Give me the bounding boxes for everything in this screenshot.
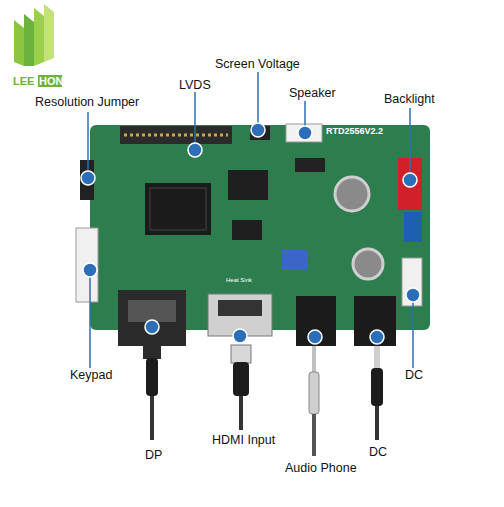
- chip-marking: [150, 188, 206, 230]
- part-label: DC: [369, 446, 387, 460]
- resolution-jumper: [80, 160, 94, 200]
- logo-leaf: [34, 8, 44, 66]
- dp-plug: [146, 358, 158, 396]
- callout-dot: [81, 171, 95, 185]
- callout-dot: [298, 126, 312, 140]
- leader-line: [87, 112, 89, 178]
- keypad-connector: [76, 228, 98, 302]
- hdmi-port: [218, 300, 262, 316]
- callout-dot: [251, 123, 265, 137]
- board-marking: Heat Sink: [226, 277, 252, 284]
- part-label: DC: [405, 369, 423, 383]
- dc-connector: [402, 258, 422, 306]
- logo-text: HON: [39, 75, 63, 87]
- callout-dot: [233, 329, 247, 343]
- lvds-header: [120, 126, 232, 144]
- callout-dot: [308, 330, 322, 344]
- dc-cable: [375, 406, 379, 440]
- main-chip: [145, 183, 211, 235]
- callout-dot: [403, 173, 417, 187]
- logo-leaf: [44, 4, 54, 62]
- logo-sticker: [282, 250, 308, 270]
- logo-leaf: [24, 14, 34, 66]
- part-label: DP: [145, 449, 162, 463]
- hdmi-cable: [239, 396, 243, 430]
- callout-dot: [145, 320, 159, 334]
- leader-line: [194, 92, 196, 150]
- ic: [295, 158, 325, 172]
- dc-plug: [374, 345, 380, 369]
- callout-dot: [370, 330, 384, 344]
- part-label: Screen Voltage: [215, 58, 300, 72]
- callout-dot: [83, 263, 97, 277]
- board-marking: RTD2556V2.2: [326, 127, 383, 137]
- dc-jack: [354, 296, 396, 346]
- blue-connector: [404, 212, 422, 242]
- part-label: HDMI Input: [212, 434, 275, 448]
- part-label: Audio Phone: [285, 462, 357, 476]
- callout-dots: [81, 123, 420, 344]
- speaker-connector: [286, 124, 322, 142]
- logo-leaf: [14, 20, 24, 66]
- capacitor: [353, 249, 383, 279]
- part-label: Resolution Jumper: [35, 96, 139, 110]
- dp-cable: [150, 396, 154, 440]
- logo-text: LEE: [13, 75, 34, 87]
- audio-jack: [296, 296, 336, 346]
- audio-cable: [312, 414, 316, 456]
- ic: [228, 170, 268, 200]
- part-label: Backlight: [384, 93, 435, 107]
- ic: [232, 220, 262, 240]
- leader-lines: [88, 72, 413, 368]
- leader-line: [89, 270, 91, 368]
- part-label: LVDS: [179, 79, 211, 93]
- dp-port: [128, 300, 176, 322]
- dp-port: [118, 290, 186, 346]
- capacitor: [335, 177, 369, 211]
- hdmi-plug: [231, 345, 251, 363]
- cables: [143, 345, 383, 456]
- logo-icon: [14, 4, 54, 66]
- leader-line: [412, 295, 414, 368]
- hdmi-plug: [233, 362, 249, 396]
- header-pins: [124, 134, 228, 137]
- callout-dot: [406, 288, 420, 302]
- dc-plug: [371, 368, 383, 406]
- leader-line: [257, 72, 259, 130]
- part-label: Keypad: [70, 369, 112, 383]
- audio-plug: [309, 372, 319, 414]
- dp-plug: [143, 345, 161, 359]
- audio-plug: [312, 345, 316, 373]
- callout-dot: [188, 143, 202, 157]
- leader-line: [409, 108, 411, 180]
- part-label: Speaker: [289, 87, 336, 101]
